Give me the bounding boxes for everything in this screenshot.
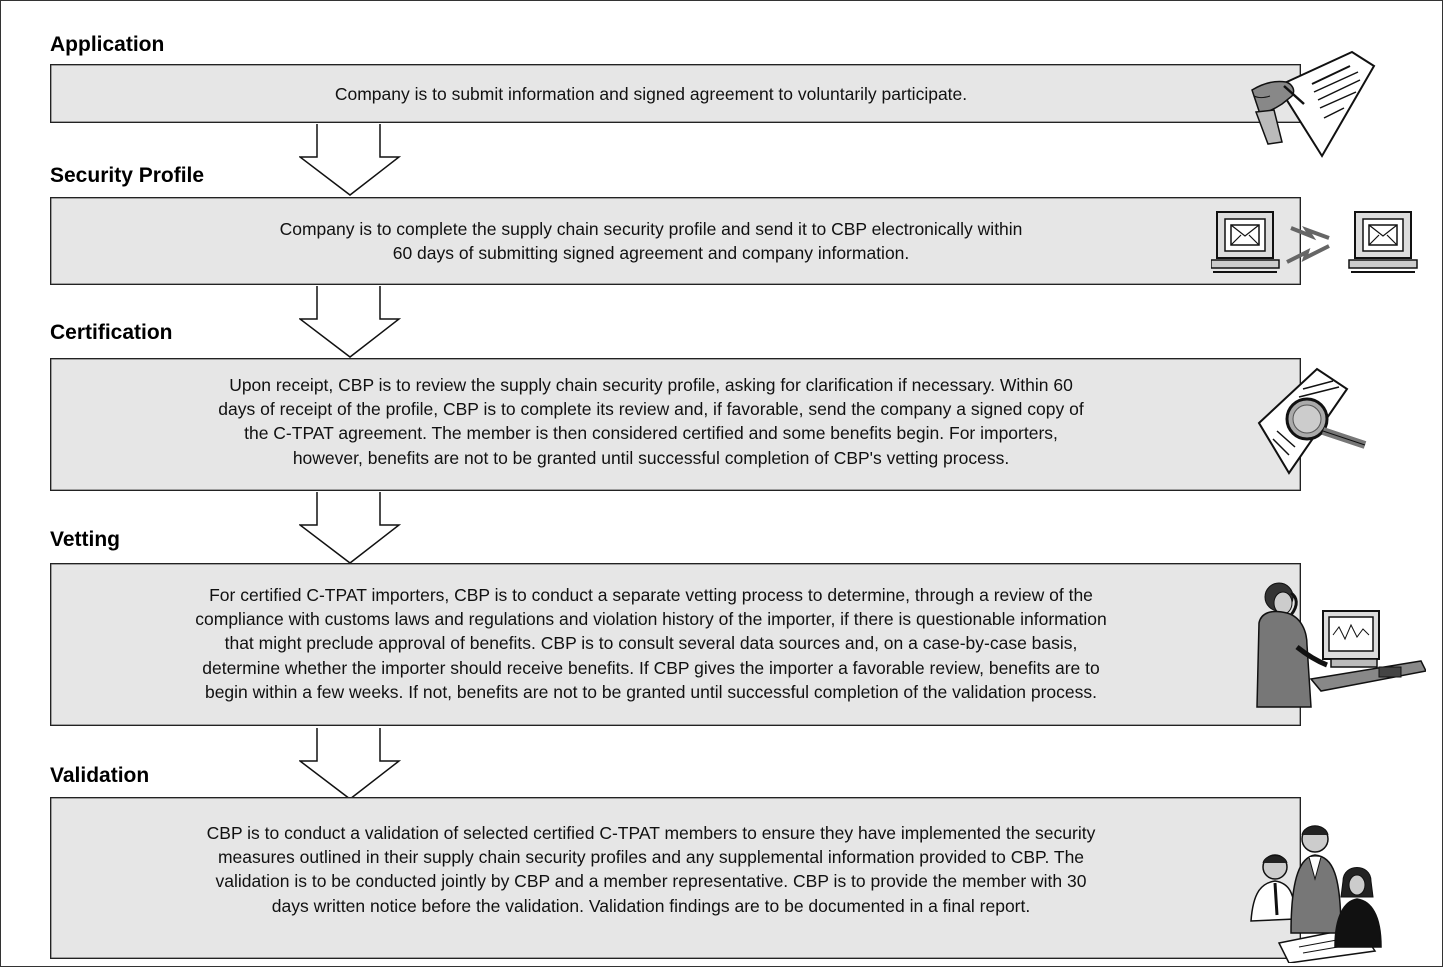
person-at-computer-icon: [1256, 582, 1426, 708]
flow-arrow-2: [299, 286, 401, 358]
flow-arrow-1: [299, 124, 401, 196]
stage-title-security-profile: Security Profile: [50, 164, 205, 187]
flow-arrow-3: [299, 492, 401, 564]
stage-text-application: Company is to submit information and sig…: [334, 84, 968, 104]
stage-text-certification: Upon receipt, CBP is to review the suppl…: [218, 375, 1084, 468]
flow-arrow-4: [299, 728, 401, 800]
stage-text-validation: CBP is to conduct a validation of select…: [206, 823, 1096, 916]
stage-box-certification: Upon receipt, CBP is to review the suppl…: [50, 358, 1301, 491]
group-meeting-icon: [1250, 825, 1382, 963]
stage-text-security-profile: Company is to complete the supply chain …: [279, 219, 1023, 264]
stage-box-validation: CBP is to conduct a validation of select…: [50, 797, 1301, 959]
stage-box-security-profile: Company is to complete the supply chain …: [50, 197, 1301, 285]
stage-title-certification: Certification: [50, 321, 173, 344]
stage-title-vetting: Vetting: [50, 528, 121, 551]
stage-box-application: Company is to submit information and sig…: [50, 64, 1301, 123]
networked-computers-icon: [1211, 211, 1418, 273]
stage-title-application: Application: [50, 33, 165, 56]
stage-text-vetting: For certified C-TPAT importers, CBP is t…: [195, 585, 1107, 702]
magnifying-glass-document-icon: [1257, 367, 1367, 475]
stage-title-validation: Validation: [50, 764, 150, 787]
stage-box-vetting: For certified C-TPAT importers, CBP is t…: [50, 563, 1301, 726]
signing-document-icon: [1251, 50, 1376, 158]
